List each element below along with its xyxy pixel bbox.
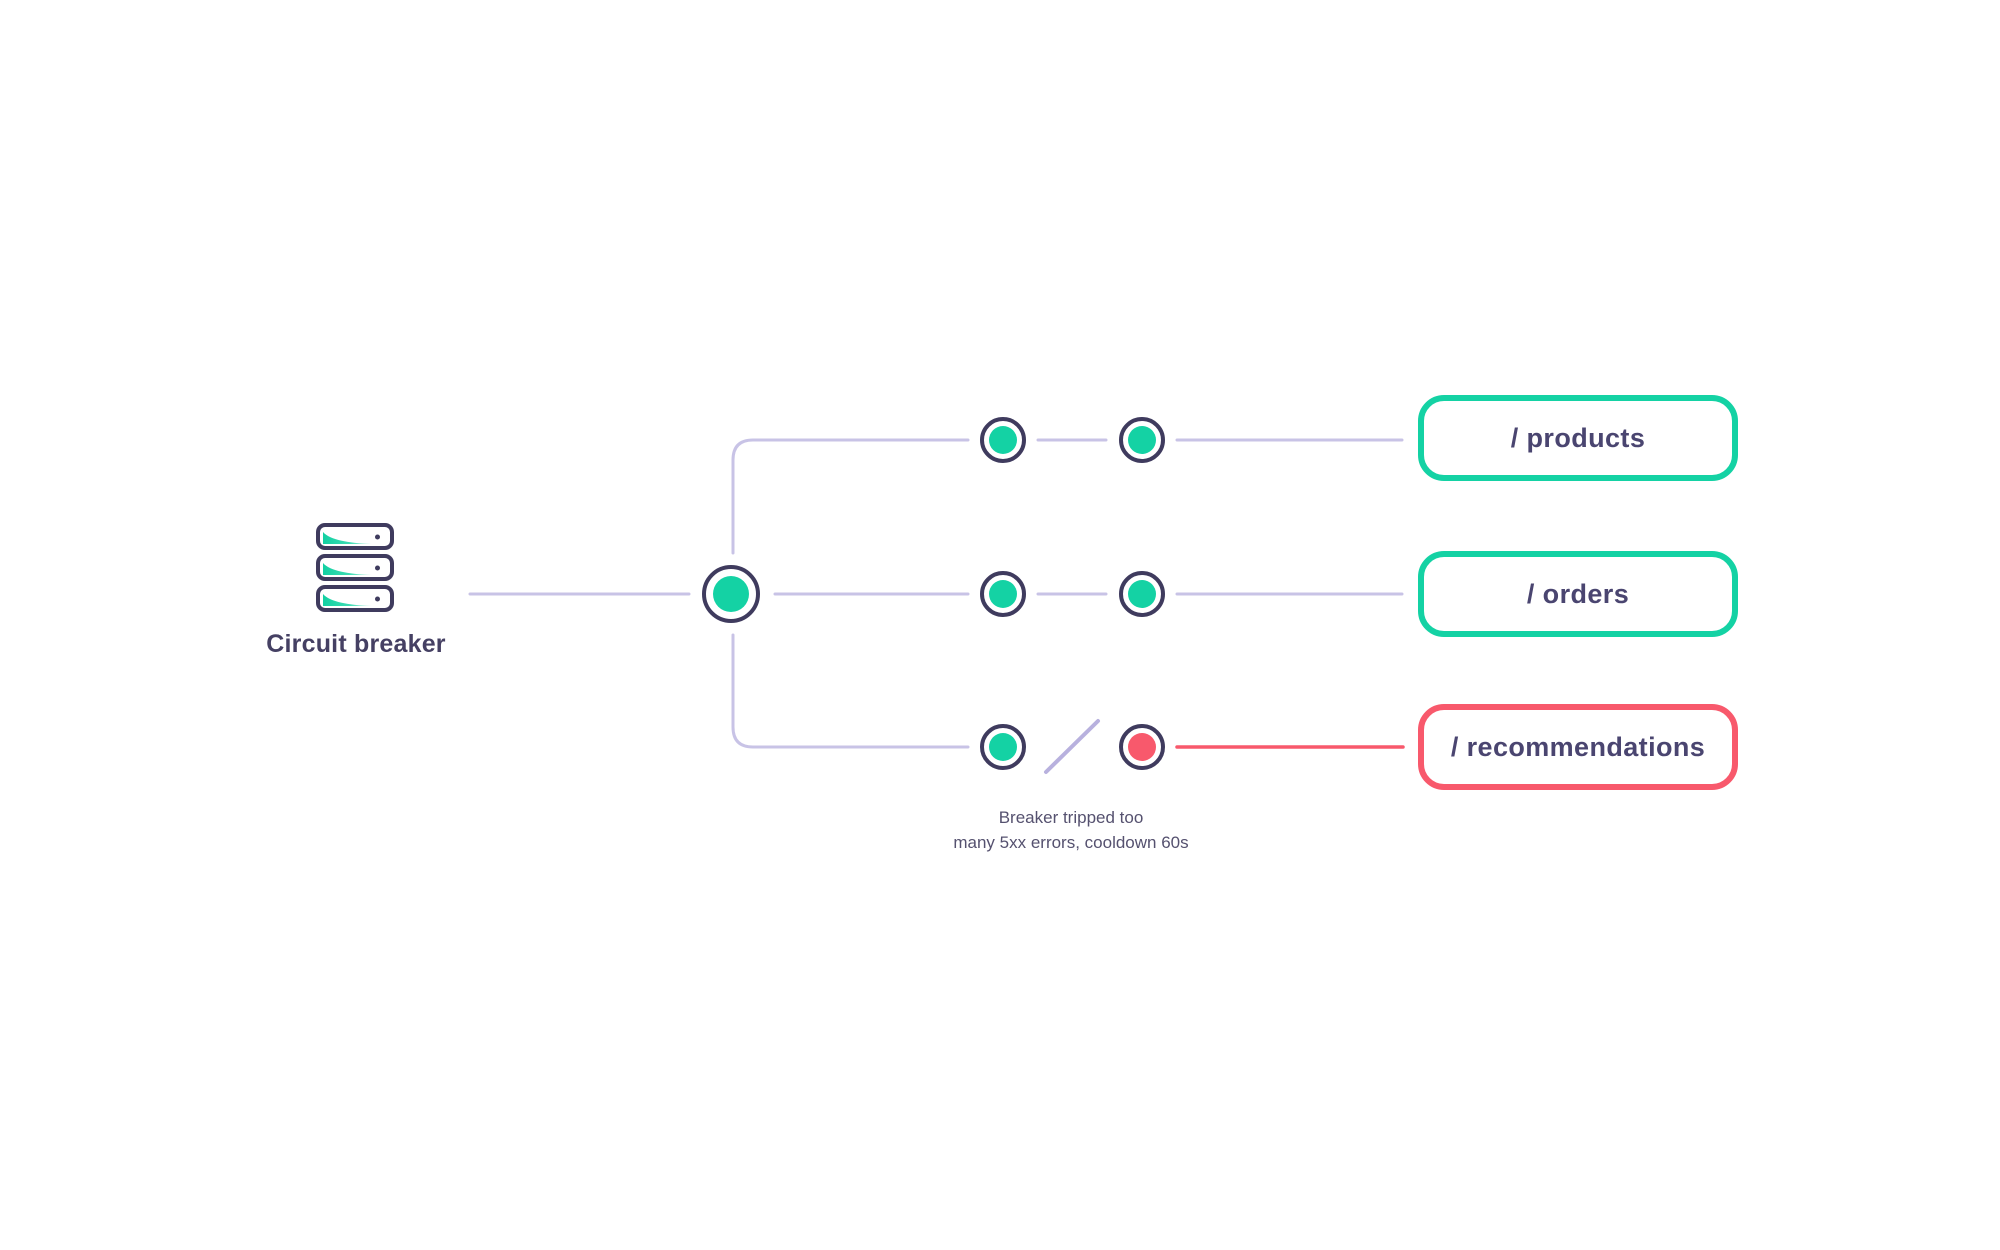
node-status-core: [1128, 426, 1156, 454]
endpoint-recommendations: / recommendations: [1418, 704, 1738, 790]
node-status-core: [1128, 580, 1156, 608]
hop-node-orders-2: [1119, 571, 1165, 617]
source-label: Circuit breaker: [266, 630, 446, 658]
hop-node-products-1: [980, 417, 1026, 463]
server-slot: [316, 523, 394, 550]
node-status-core: [989, 733, 1017, 761]
branch-bottom: [731, 633, 970, 749]
server-slot: [316, 554, 394, 581]
node-status-core: [713, 576, 749, 612]
open-switch-slash: [1044, 719, 1100, 774]
server-led-dot: [375, 596, 380, 601]
hop-node-orders-1: [980, 571, 1026, 617]
hop-node-recommendations-tripped: [1119, 724, 1165, 770]
caption-line-1: Breaker tripped too: [998, 808, 1144, 827]
server-led-dot: [375, 565, 380, 570]
central-breaker-node: [702, 565, 760, 623]
server-led-dot: [375, 534, 380, 539]
endpoint-orders: / orders: [1418, 551, 1738, 637]
server-stack-icon: [316, 523, 396, 618]
hop-node-products-2: [1119, 417, 1165, 463]
endpoint-products: / products: [1418, 395, 1738, 481]
branch-top: [731, 438, 970, 555]
node-status-core: [989, 426, 1017, 454]
node-status-core: [1128, 733, 1156, 761]
caption-line-2: many 5xx errors, cooldown 60s: [953, 833, 1189, 852]
breaker-tripped-caption: Breaker tripped too many 5xx errors, coo…: [911, 805, 1231, 855]
server-slot: [316, 585, 394, 612]
hop-node-recommendations-1: [980, 724, 1026, 770]
node-status-core: [989, 580, 1017, 608]
